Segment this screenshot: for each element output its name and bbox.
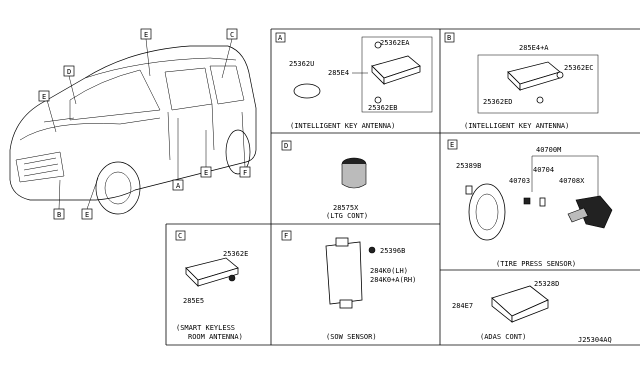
svg-text:25389B: 25389B (456, 162, 481, 170)
svg-text:E: E (204, 169, 208, 177)
svg-text:284E7: 284E7 (452, 302, 473, 310)
panel-f: F 25396B 284K0(LH) 284K0+A(RH) (SOW SENS… (281, 230, 416, 341)
callout-b-front: B (53, 179, 65, 220)
svg-text:25396B: 25396B (380, 247, 405, 255)
panel-b: B 285E4+A 25362EC 25362ED (INTELLIGENT K… (444, 32, 599, 130)
svg-text:25362EA: 25362EA (380, 39, 410, 47)
svg-text:E: E (85, 211, 89, 219)
svg-text:F: F (284, 232, 288, 240)
svg-text:E: E (144, 31, 148, 39)
svg-text:D: D (67, 68, 71, 76)
svg-text:284K0+A(RH): 284K0+A(RH) (370, 276, 416, 284)
svg-text:(SOW SENSOR): (SOW SENSOR) (326, 333, 377, 341)
svg-text:C: C (230, 31, 234, 39)
svg-text:40703: 40703 (509, 177, 530, 185)
callout-e-roof: E (140, 28, 152, 77)
callout-e-hood: E (38, 90, 57, 133)
callout-a-door: A (172, 118, 184, 191)
panel-e: E 25389B 40700M 40704 40703 40708X (TIRE… (447, 139, 613, 268)
vehicle-callouts: E C D E A E F B E (38, 28, 251, 220)
callout-e-wheel: E (81, 177, 99, 220)
svg-text:(INTELLIGENT KEY ANTENNA): (INTELLIGENT KEY ANTENNA) (290, 122, 395, 130)
svg-text:25362EC: 25362EC (564, 64, 594, 72)
svg-text:25362E: 25362E (223, 250, 248, 258)
vehicle-illustration (9, 45, 257, 215)
svg-text:E: E (450, 141, 454, 149)
ltg-controller (341, 164, 367, 189)
callout-d-windshield: D (63, 65, 77, 105)
svg-text:F: F (243, 169, 247, 177)
callout-c-rear: C (221, 28, 238, 79)
panel-a: A 25362U 285E4 25362EA 25362EB (INTELLIG… (275, 32, 433, 130)
svg-text:285E4: 285E4 (328, 69, 349, 77)
svg-text:(SMART KEYLESS: (SMART KEYLESS (176, 324, 235, 332)
svg-text:285E5: 285E5 (183, 297, 204, 305)
svg-text:40700M: 40700M (536, 146, 561, 154)
svg-text:B: B (57, 211, 61, 219)
diagram-id: J25304AQ (578, 336, 612, 344)
svg-text:285E4+A: 285E4+A (519, 44, 549, 52)
panel-c: C 25362E 285E5 (SMART KEYLESS ROOM ANTEN… (175, 230, 248, 341)
antenna-pad (293, 83, 321, 99)
svg-text:28575X: 28575X (333, 204, 359, 212)
svg-text:E: E (42, 93, 46, 101)
wheel-rim (468, 183, 506, 241)
svg-text:(INTELLIGENT KEY ANTENNA): (INTELLIGENT KEY ANTENNA) (464, 122, 569, 130)
panel-adas: 25328D 284E7 (ADAS CONT) (452, 280, 559, 341)
svg-text:(TIRE PRESS SENSOR): (TIRE PRESS SENSOR) (496, 260, 576, 268)
svg-text:25362ED: 25362ED (483, 98, 513, 106)
svg-text:40704: 40704 (533, 166, 554, 174)
svg-text:25362U: 25362U (289, 60, 314, 68)
callout-e-sill: E (200, 130, 212, 178)
sow-sensor (325, 241, 363, 305)
svg-text:(ADAS CONT): (ADAS CONT) (480, 333, 526, 341)
panel-frames (165, 28, 640, 346)
svg-text:40708X: 40708X (559, 177, 585, 185)
svg-text:C: C (178, 232, 182, 240)
tire-pressure-sensor (575, 195, 613, 229)
svg-text:D: D (284, 142, 288, 150)
svg-text:A: A (176, 182, 181, 190)
svg-text:25328D: 25328D (534, 280, 559, 288)
panel-d: D 28575X (LTG CONT) (281, 140, 368, 220)
svg-text:B: B (447, 34, 451, 42)
svg-text:A: A (278, 34, 283, 42)
callout-f-rear: F (239, 111, 251, 178)
svg-text:ROOM ANTENNA): ROOM ANTENNA) (188, 333, 243, 341)
svg-text:284K0(LH): 284K0(LH) (370, 267, 408, 275)
svg-text:25362EB: 25362EB (368, 104, 398, 112)
svg-text:(LTG CONT): (LTG CONT) (326, 212, 368, 220)
